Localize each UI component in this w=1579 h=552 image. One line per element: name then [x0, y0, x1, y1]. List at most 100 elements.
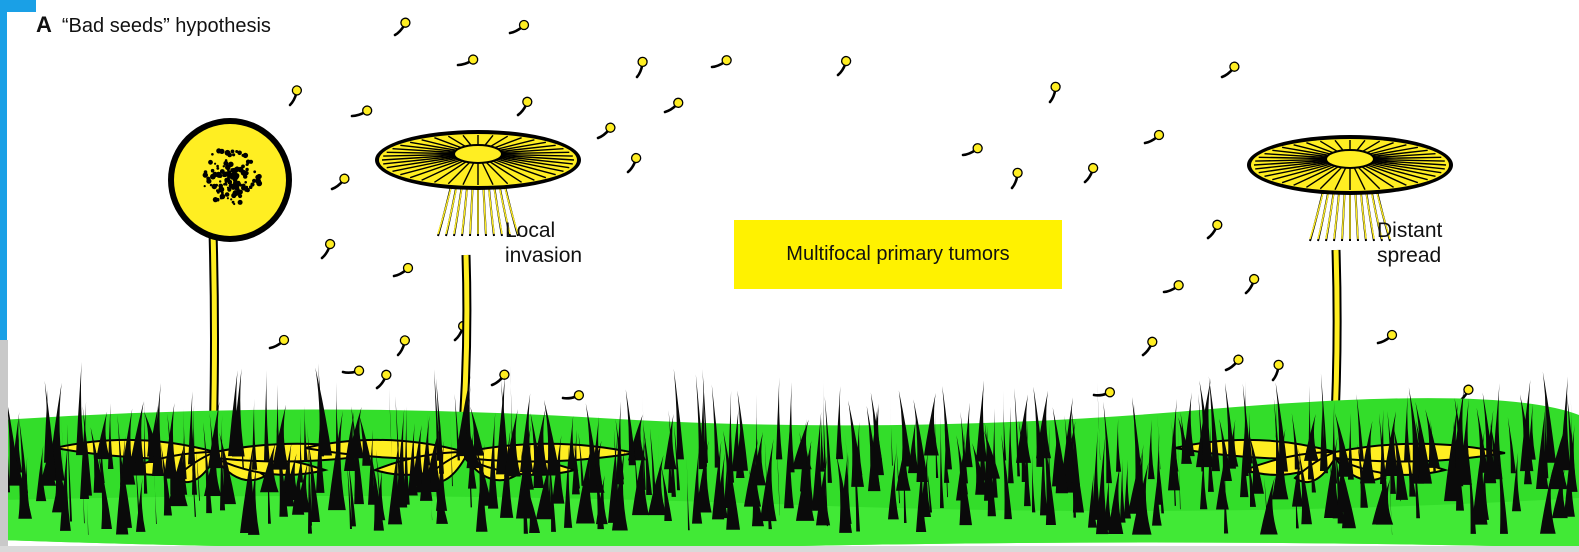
- seed-icon: [1004, 167, 1026, 188]
- seed-dot: [225, 159, 228, 162]
- seed-dot: [212, 172, 217, 177]
- seed-dot: [237, 151, 242, 156]
- seed-dot: [238, 181, 240, 183]
- edge-shadow-bottom: [0, 546, 1579, 552]
- multifocal-tumors-label: Multifocal primary tumors: [786, 243, 1009, 266]
- seed-dot: [232, 201, 235, 204]
- seed-icon: [343, 361, 365, 380]
- seed-dot: [231, 186, 235, 190]
- seed-dot: [216, 167, 219, 170]
- seed-dot: [225, 150, 231, 156]
- seed-dot: [220, 169, 225, 174]
- seed-icon: [1138, 336, 1160, 355]
- seed-icon: [352, 104, 372, 120]
- distant-spread-label: Distant spread: [1377, 218, 1442, 268]
- distant-spread-line-1: Distant: [1377, 218, 1442, 243]
- seed-dot: [253, 170, 256, 173]
- seed-dot: [227, 188, 231, 192]
- panel-header: A “Bad seeds” hypothesis: [36, 12, 271, 38]
- seed-icon: [1094, 383, 1116, 401]
- multifocal-tumors-box: Multifocal primary tumors: [734, 220, 1062, 289]
- seed-icon: [1203, 219, 1225, 238]
- seed-icon: [1224, 354, 1244, 370]
- seed-icon: [712, 55, 732, 69]
- grass-blade: [924, 393, 939, 455]
- seed-dot: [231, 193, 236, 198]
- seed-dot: [232, 153, 235, 156]
- seed-dot: [255, 178, 261, 184]
- seed-dot: [242, 184, 246, 188]
- seed-dot: [246, 163, 249, 166]
- seed-icon: [1164, 280, 1184, 294]
- seed-dot: [234, 173, 238, 177]
- seed-icon: [664, 98, 684, 112]
- seed-dot: [216, 198, 220, 202]
- seed-icon: [1378, 331, 1397, 344]
- seed-icon: [1042, 81, 1064, 102]
- seed-dot: [225, 192, 230, 197]
- seed-icon: [963, 143, 983, 157]
- seed-dot: [249, 185, 253, 189]
- seed-dot: [243, 153, 248, 158]
- seed-dot: [218, 187, 224, 193]
- seed-dot: [231, 150, 235, 154]
- seed-dot: [245, 189, 247, 191]
- seed-dot: [208, 160, 213, 165]
- local-invasion-line-1: Local: [505, 218, 582, 243]
- seed-dot: [220, 197, 222, 199]
- seed-dot: [230, 174, 234, 178]
- seed-dot: [227, 197, 229, 199]
- seed-dot: [227, 169, 230, 172]
- seed-dot: [219, 180, 221, 182]
- edge-shadow-left: [0, 340, 8, 552]
- seed-icon: [283, 84, 305, 105]
- seed-dot: [211, 169, 215, 173]
- seed-dot: [249, 160, 253, 164]
- seed-icon: [1220, 61, 1240, 77]
- seed-icon: [394, 264, 413, 277]
- seed-icon: [330, 173, 350, 189]
- seed-icon: [270, 336, 289, 349]
- seed-icon: [832, 55, 854, 75]
- seed-dot: [238, 200, 243, 205]
- grass-layer: [0, 362, 1579, 549]
- seed-dot: [216, 165, 219, 168]
- seed-icon: [372, 369, 394, 388]
- edge-accent-left: [0, 0, 7, 340]
- seed-dot: [238, 194, 242, 198]
- seed-icon: [1079, 162, 1101, 182]
- seed-dot: [246, 187, 248, 189]
- seed-dot: [239, 184, 242, 187]
- seed-dot: [212, 184, 217, 189]
- seed-dot: [219, 149, 224, 154]
- seed-icon: [629, 56, 651, 77]
- seed-icon: [391, 334, 413, 355]
- seed-dot: [236, 188, 239, 191]
- local-invasion-line-2: invasion: [505, 243, 582, 268]
- seed-icon: [596, 122, 616, 138]
- seed-icon: [1265, 359, 1287, 380]
- panel-title: “Bad seeds” hypothesis: [62, 15, 271, 37]
- seed-icon: [1145, 131, 1164, 144]
- seed-dot: [204, 185, 206, 187]
- seed-dot: [244, 181, 247, 184]
- seed-dot: [230, 198, 232, 200]
- panel-letter: A: [36, 12, 52, 37]
- seed-icon: [513, 96, 535, 115]
- seed-dot: [241, 169, 243, 171]
- seed-icon: [458, 53, 478, 69]
- seed-dot: [228, 162, 233, 167]
- seed-icon: [490, 369, 510, 385]
- local-invasion-label: Local invasion: [505, 218, 582, 268]
- seed-dot: [223, 165, 225, 167]
- seed-dot: [214, 163, 216, 165]
- seed-dot: [211, 153, 214, 156]
- seed-dot: [223, 183, 226, 186]
- seed-dot: [245, 168, 248, 171]
- seed-icon: [1240, 273, 1262, 293]
- seed-dot: [245, 171, 249, 175]
- distant-spread-line-2: spread: [1377, 243, 1442, 268]
- seed-icon: [391, 17, 413, 35]
- seed-icon: [510, 21, 529, 34]
